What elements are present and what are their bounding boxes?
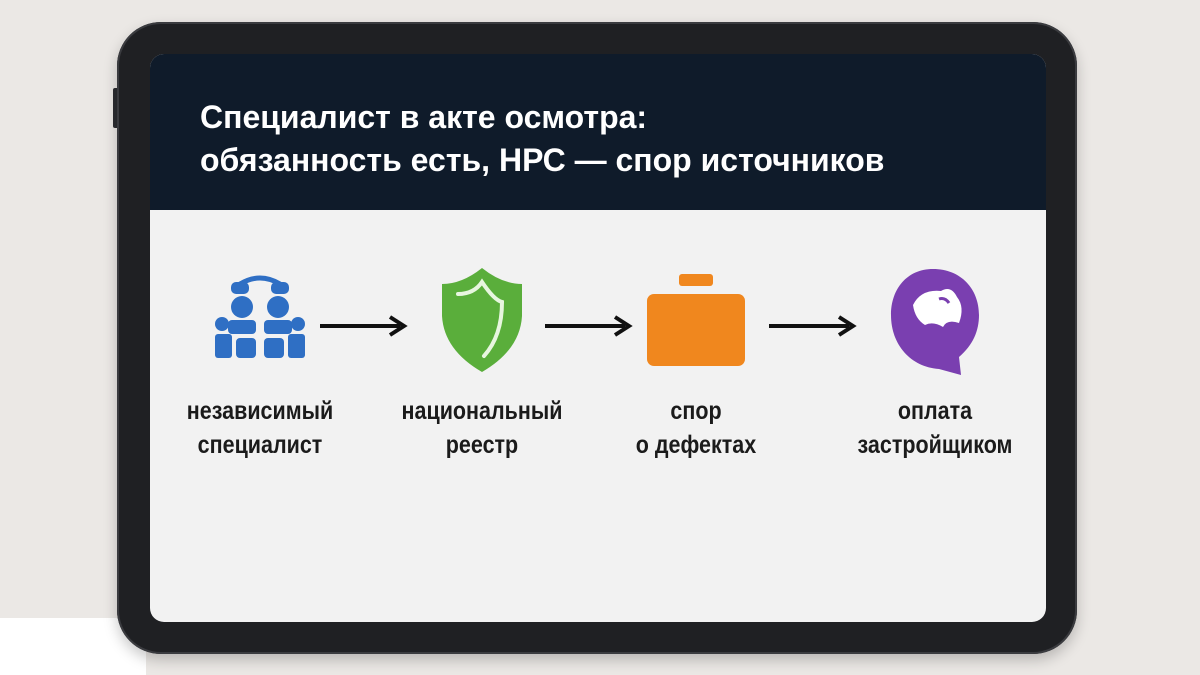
slide-header: Специалист в акте осмотра: обязанность е…	[150, 54, 1046, 210]
flow-step-independent-specialist: независимый специалист	[165, 260, 355, 462]
flow-step-label: национальный реестр	[400, 394, 563, 462]
slide-title: Специалист в акте осмотра: обязанность е…	[200, 96, 884, 182]
people-group-icon	[200, 260, 320, 380]
arrow-right-icon	[320, 315, 408, 337]
shield-icon	[422, 260, 542, 380]
step-label-line-2: застройщиком	[857, 431, 1013, 459]
flow-step-label: независимый специалист	[178, 394, 341, 462]
tablet-side-button	[113, 88, 118, 128]
slide-title-line-1: Специалист в акте осмотра:	[200, 99, 648, 135]
process-flow: независимый специалист национальный реес…	[150, 210, 1046, 622]
slide-title-line-2: обязанность есть, НРС — спор источников	[200, 142, 885, 178]
step-label-line-2: реестр	[445, 431, 519, 459]
briefcase-icon	[636, 260, 756, 380]
flow-step-label: спор о дефектах	[614, 394, 777, 462]
flow-step-defect-dispute: спор о дефектах	[601, 260, 791, 462]
tablet-screen: Специалист в акте осмотра: обязанность е…	[150, 54, 1046, 622]
arrow-right-icon	[545, 315, 633, 337]
step-label-line-1: независимый	[186, 397, 334, 425]
purple-badge-icon	[875, 260, 995, 380]
flow-step-developer-payment: оплата застройщиком	[840, 260, 1030, 462]
step-label-line-1: национальный	[401, 397, 563, 425]
step-label-line-2: о дефектах	[635, 431, 757, 459]
flow-step-label: оплата застройщиком	[853, 394, 1016, 462]
step-label-line-2: специалист	[197, 431, 323, 459]
arrow-right-icon	[769, 315, 857, 337]
step-label-line-1: оплата	[897, 397, 973, 425]
flow-step-national-registry: национальный реестр	[387, 260, 577, 462]
step-label-line-1: спор	[670, 397, 722, 425]
